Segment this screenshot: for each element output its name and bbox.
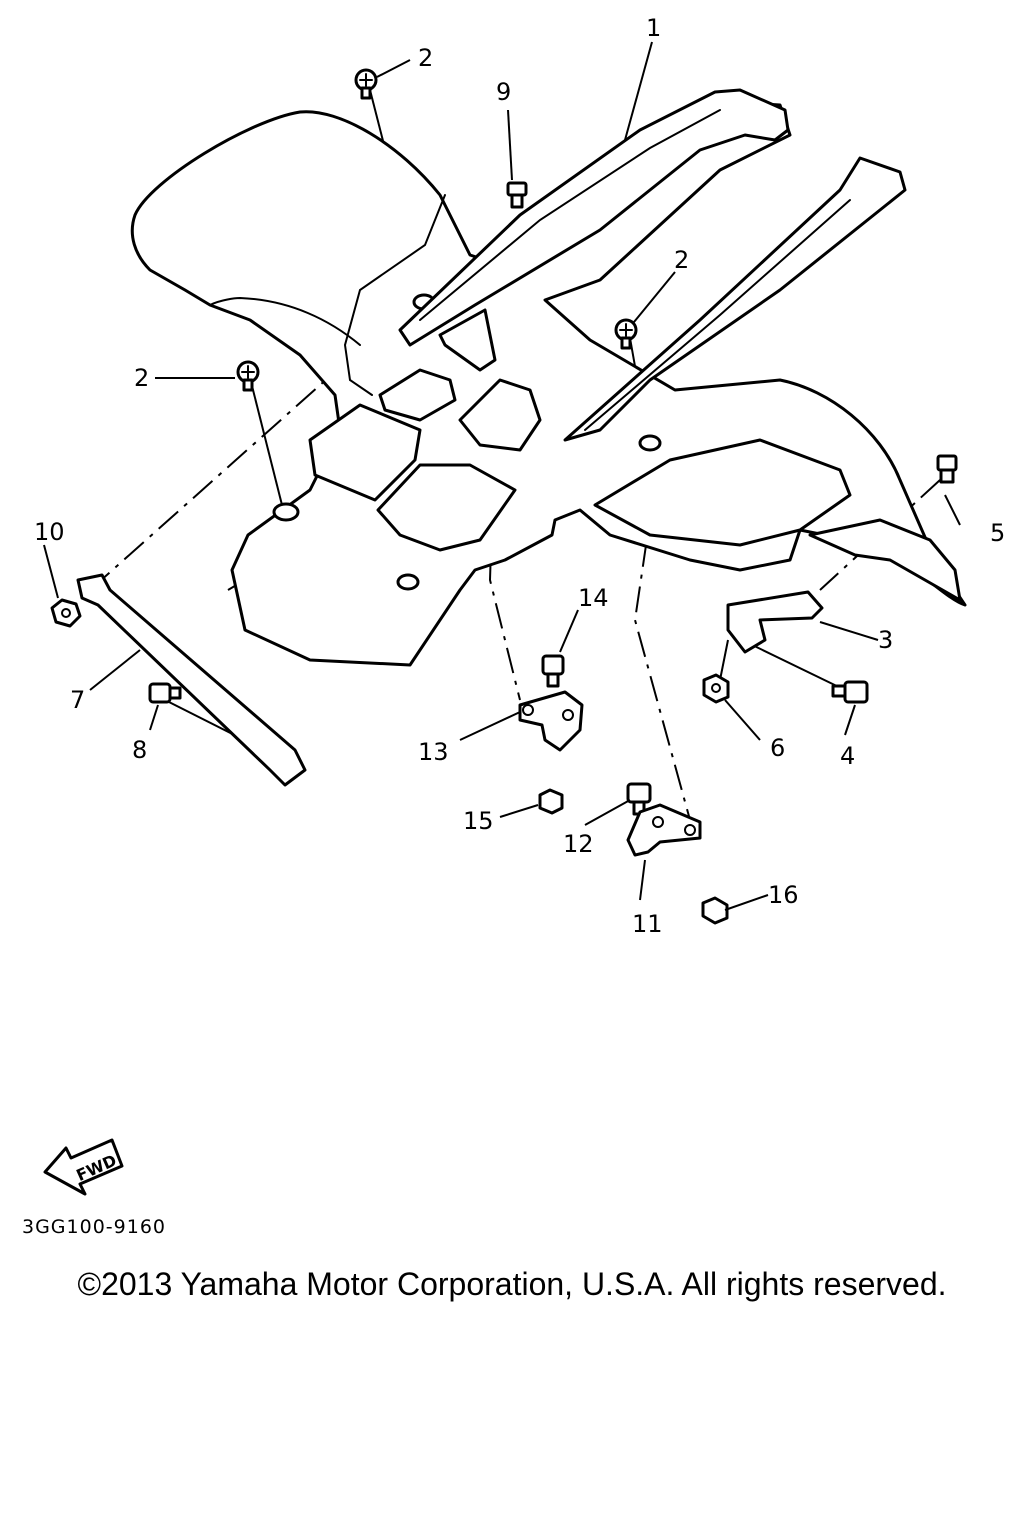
forward-arrow-icon: FWD: [43, 1138, 124, 1196]
bolt-icon: [541, 654, 565, 688]
copyright-notice: ©2013 Yamaha Motor Corporation, U.S.A. A…: [77, 1266, 947, 1302]
bolt-icon: [148, 682, 182, 704]
fasteners: [50, 68, 958, 925]
bolt-icon: [936, 454, 958, 484]
callout-4: 4: [840, 742, 855, 770]
rear-fender-rail: [398, 88, 907, 442]
callout-15: 15: [463, 807, 494, 835]
callout-2: 2: [418, 44, 433, 72]
bolt-icon: [831, 680, 869, 704]
callout-11: 11: [632, 910, 663, 938]
bolt-icon: [506, 181, 528, 209]
callout-labels: 1 2 2 2 3 4 5 6 7 8 9 10 11 12 13 14 15 …: [34, 14, 1005, 938]
callout-8: 8: [132, 736, 147, 764]
diagram-code: 3GG100-9160: [22, 1216, 167, 1238]
callout-3: 3: [878, 626, 893, 654]
nut-icon: [50, 598, 82, 628]
callout-1: 1: [646, 14, 661, 42]
bracket-icon: [726, 590, 824, 654]
screw-icon: [614, 318, 638, 350]
nut-icon: [702, 673, 730, 704]
callout-5: 5: [990, 519, 1005, 547]
bolt-icon: [626, 782, 652, 816]
callout-13: 13: [418, 738, 449, 766]
screw-icon: [354, 68, 378, 100]
callout-10: 10: [34, 518, 65, 546]
callout-12: 12: [563, 830, 594, 858]
callout-leaders: [43, 41, 961, 911]
callout-2: 2: [134, 364, 149, 392]
callout-9: 9: [496, 78, 511, 106]
rear-fender: [130, 98, 967, 667]
callout-14: 14: [578, 584, 609, 612]
bracket-icon: [518, 690, 584, 752]
callout-7: 7: [70, 686, 85, 714]
screw-icon: [236, 360, 260, 392]
bracket-icon: [626, 803, 702, 857]
nut-icon: [538, 788, 564, 815]
callout-16: 16: [768, 881, 799, 909]
stay-bar: [76, 573, 307, 787]
callout-6: 6: [770, 734, 785, 762]
nut-icon: [701, 896, 729, 925]
callout-2: 2: [674, 246, 689, 274]
